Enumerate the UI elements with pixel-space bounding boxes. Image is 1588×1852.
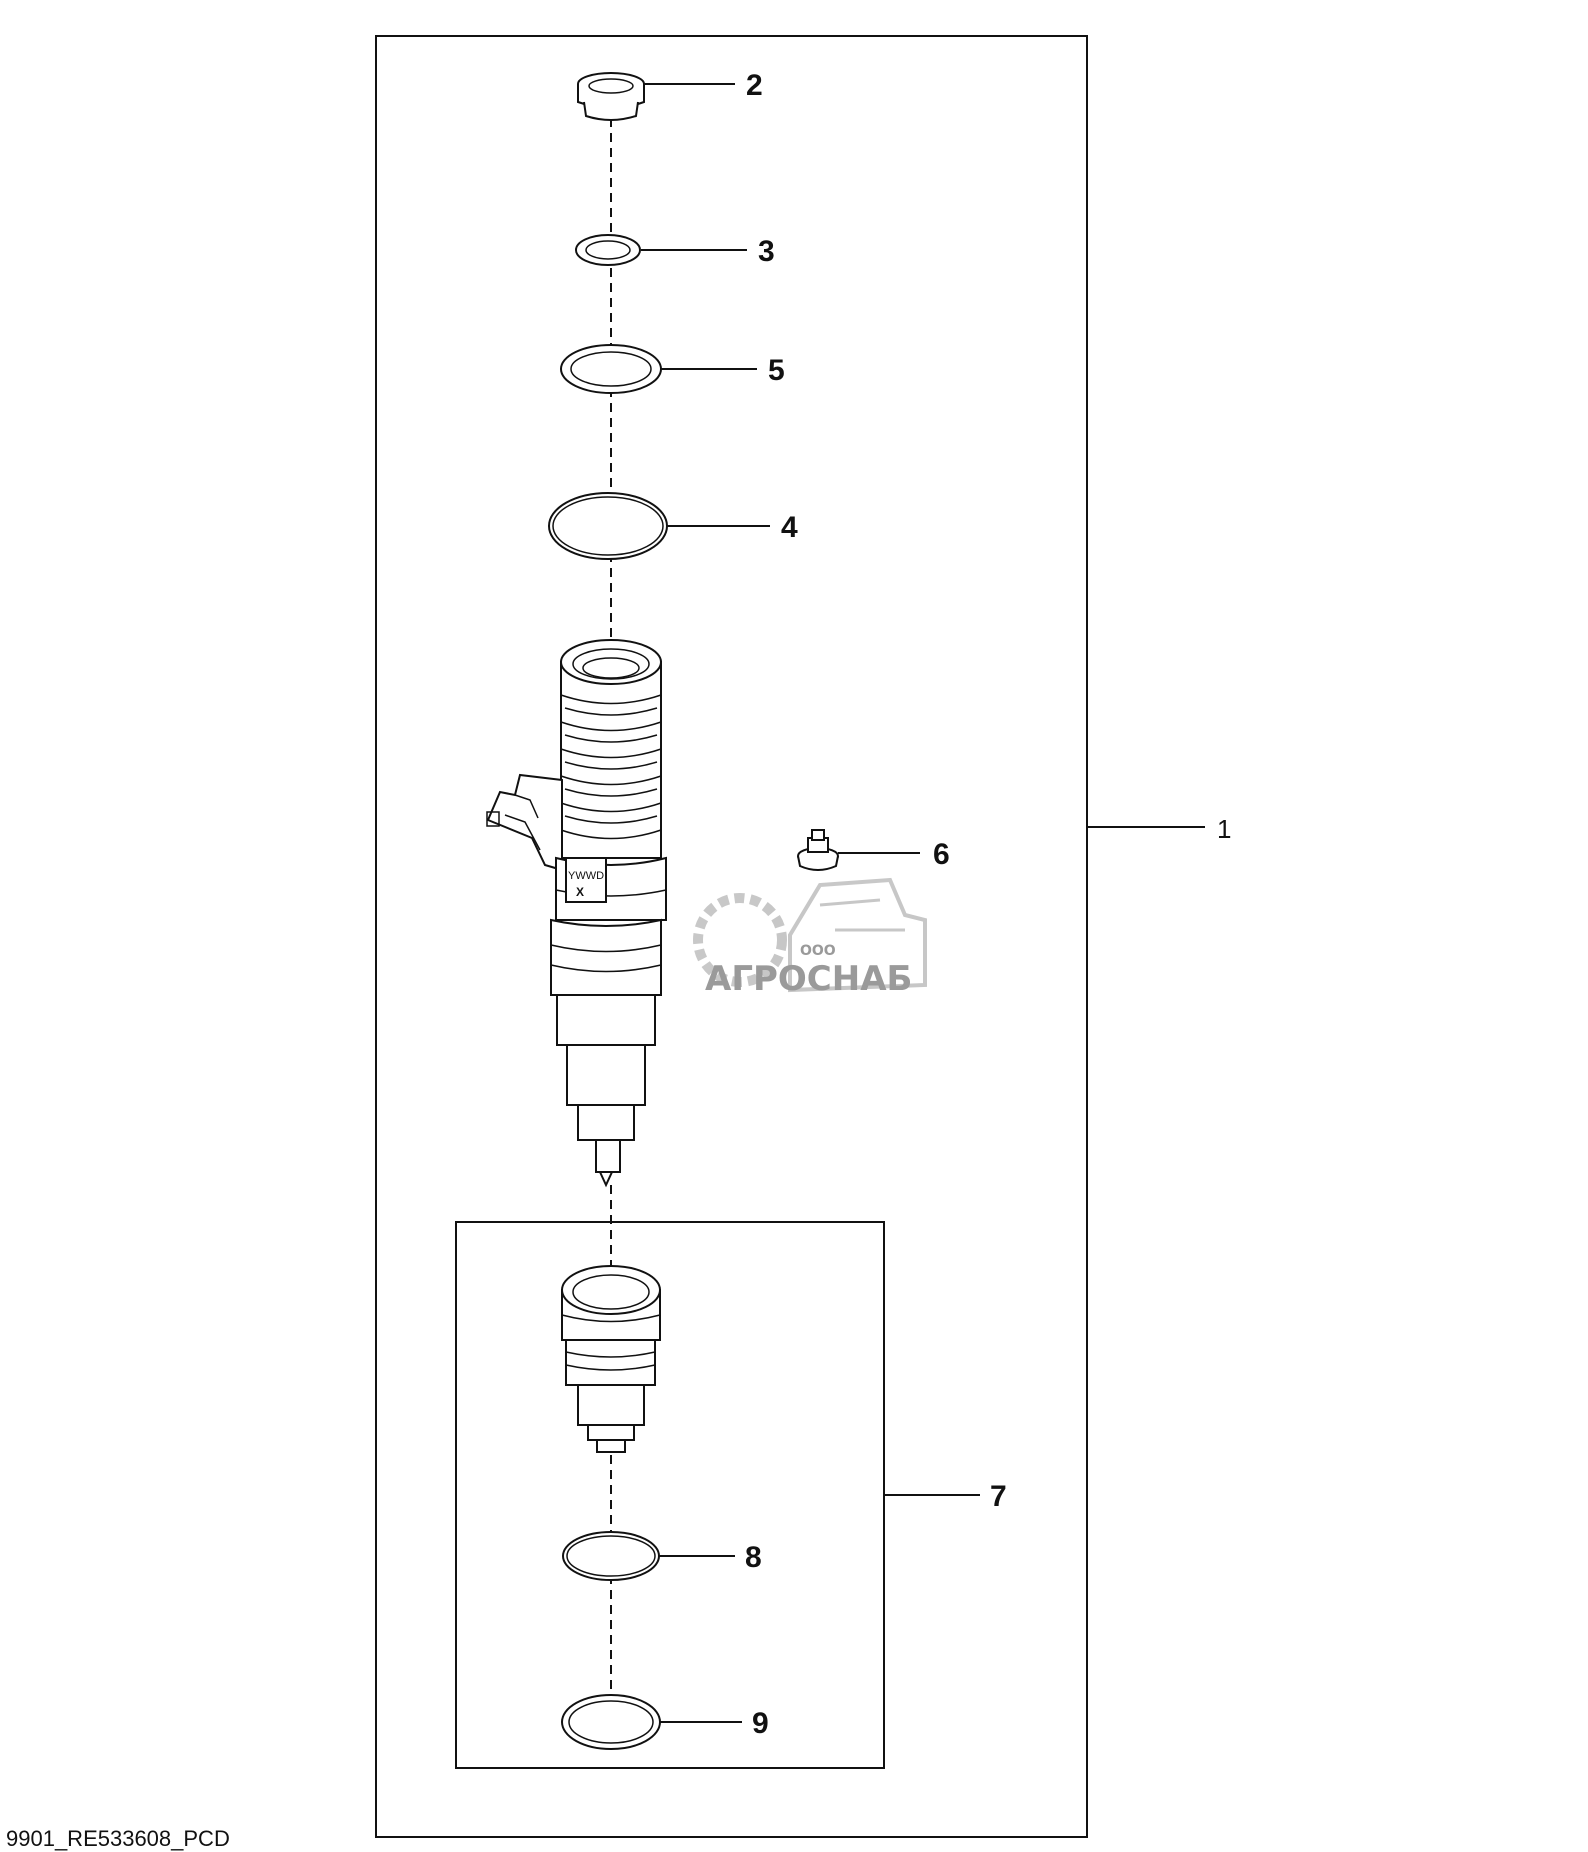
sleeve-o-ring-upper-part [562, 1531, 660, 1581]
sleeve-o-ring-lower-part [561, 1694, 661, 1750]
callout-3: 3 [758, 235, 775, 268]
cap-sleeve-part [577, 72, 645, 121]
watermark-prefix: ООО [800, 943, 836, 959]
subassembly-frame [455, 1221, 885, 1769]
callout-1: 1 [1217, 814, 1231, 844]
o-ring-part [548, 492, 668, 560]
callout-8: 8 [745, 1541, 762, 1574]
small-washer-part [575, 234, 641, 266]
watermark-name: АГРОСНАБ [705, 959, 912, 999]
injector-date-code: YWWD [568, 870, 604, 882]
fuel-injector-part [486, 639, 667, 1188]
callout-2: 2 [746, 69, 763, 102]
assembly-frame [375, 35, 1088, 1838]
callout-6: 6 [933, 838, 950, 871]
injector-sleeve-part [561, 1265, 661, 1453]
figure-id: 9901_RE533608_PCD [6, 1826, 230, 1851]
callout-7: 7 [990, 1480, 1007, 1513]
flat-washer-part [560, 344, 662, 394]
callout-4: 4 [781, 511, 798, 544]
callout-9: 9 [752, 1707, 769, 1740]
injector-x-mark: X [576, 885, 584, 899]
watermark-logo [693, 877, 927, 993]
callout-5: 5 [768, 354, 785, 387]
plug-nut-part [797, 829, 839, 871]
